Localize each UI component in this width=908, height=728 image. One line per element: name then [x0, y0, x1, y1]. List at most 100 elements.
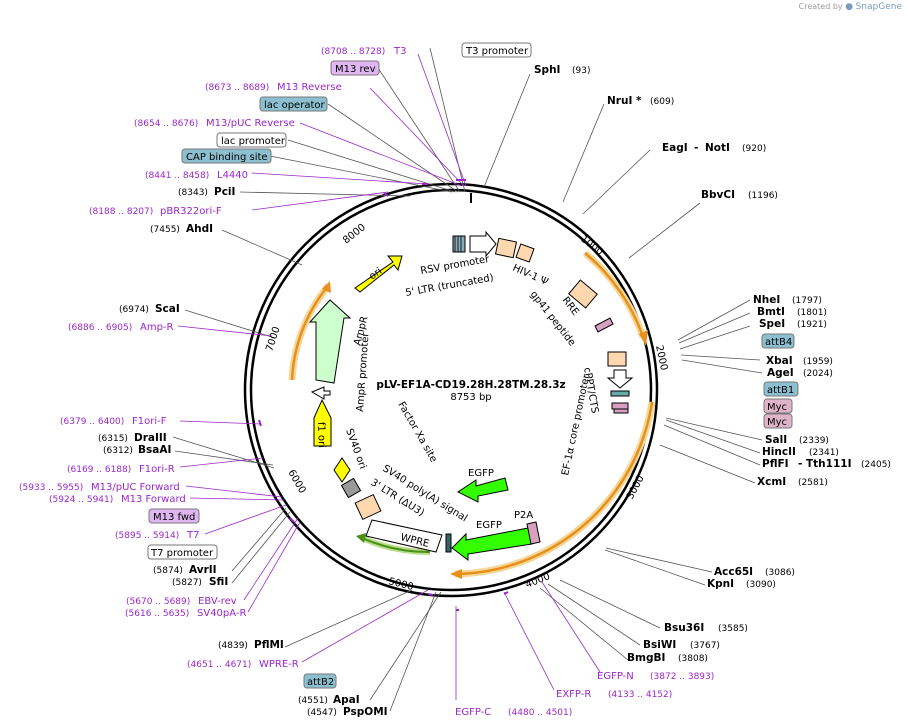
- svg-text:(4480 .. 4501): (4480 .. 4501): [508, 708, 572, 718]
- box-m13-rev: M13 rev: [335, 64, 376, 75]
- leader-lines: [172, 47, 763, 712]
- box-attb1: attB1: [767, 385, 794, 396]
- svg-text:(1801): (1801): [797, 308, 827, 318]
- enz-apai: ApaI: [333, 694, 360, 706]
- enz-nrui: NruI *: [607, 95, 642, 107]
- credit-brand: SnapGene: [855, 2, 902, 12]
- primer-m13-reverse: M13 Reverse: [277, 82, 342, 93]
- credit-prefix: Created by: [798, 2, 843, 11]
- backbone-outer: [243, 182, 659, 598]
- primer-egfp-c: EGFP-C: [455, 707, 491, 718]
- primer-egfp-n: EGFP-N: [597, 671, 634, 682]
- svg-text:(2341): (2341): [809, 448, 839, 458]
- gp41-box: [594, 317, 614, 333]
- rre-box: [568, 279, 598, 309]
- sv40pa-box: [354, 493, 382, 521]
- snapgene-credit: Created by ● SnapGene: [799, 2, 902, 12]
- svg-text:(7455): (7455): [150, 225, 180, 235]
- label-hiv: HIV-1 Ψ: [511, 263, 550, 288]
- cppt-box: [607, 351, 627, 367]
- tick-8000: 8000: [341, 222, 368, 246]
- svg-text:(8673 .. 8689): (8673 .. 8689): [205, 83, 269, 93]
- svg-text:(1959): (1959): [803, 357, 833, 367]
- primer-l4440: L4440: [217, 170, 248, 181]
- primer-m13puc-reverse: M13/pUC Reverse: [206, 118, 295, 129]
- enz-bbvci: BbvCI: [701, 189, 735, 201]
- boxed-labels: T3 promoter M13 rev lac operator lac pro…: [147, 42, 799, 689]
- svg-text:(4651 .. 4671): (4651 .. 4671): [187, 660, 251, 670]
- primer-markers: [258, 179, 509, 611]
- ampr-promoter-arrow: [310, 386, 331, 400]
- primer-m13-forward: M13 Forward: [121, 494, 186, 505]
- svg-text:(4839): (4839): [218, 641, 248, 651]
- enz-sphi: SphI: [534, 64, 560, 76]
- svg-text:(4133 .. 4152): (4133 .. 4152): [608, 690, 672, 700]
- wpre-arc: [356, 533, 431, 556]
- label-egfp2: EGFP: [476, 520, 502, 531]
- ltr5-box: [494, 237, 518, 259]
- enz-draiii: DraIII: [134, 432, 167, 444]
- label-p2a: P2A: [514, 510, 533, 521]
- orange-arcs: [288, 250, 656, 579]
- svg-text:(4551): (4551): [298, 696, 328, 706]
- box-m13-fwd: M13 fwd: [153, 512, 195, 523]
- enz-pspomi: PspOMI: [343, 706, 388, 718]
- enz-hincii: HincII: [762, 446, 796, 458]
- svg-text:(5827): (5827): [172, 578, 202, 588]
- box-cap-binding: CAP binding site: [186, 152, 268, 163]
- label-sv40ori: SV40 ori: [343, 427, 368, 470]
- enz-eagi: EagI: [662, 142, 688, 154]
- tick-6000: 6000: [285, 468, 307, 496]
- enz-sali: SalI: [765, 434, 787, 446]
- label-egfp1: EGFP: [468, 468, 494, 479]
- primer-f1ori-f: F1ori-F: [132, 416, 167, 427]
- backbone-inner: [249, 188, 653, 592]
- ori-arrow: [354, 255, 403, 293]
- enz-agei: AgeI: [767, 367, 794, 379]
- egfp-small-arrow: [457, 477, 509, 503]
- label-factorxa: Factor Xa site: [395, 400, 439, 464]
- box-lac-promoter: lac promoter: [221, 136, 286, 147]
- enz-kpni: KpnI: [707, 578, 734, 590]
- svg-text:(3090): (3090): [746, 580, 776, 590]
- plasmid-name: pLV-EF1A-CD19.28H.28TM.28.3z: [376, 379, 565, 391]
- egfp-big-arrow: [451, 527, 533, 561]
- svg-text:(3872 .. 3893): (3872 .. 3893): [650, 672, 714, 682]
- hiv-box: [515, 243, 535, 263]
- svg-text:(3585): (3585): [718, 624, 748, 634]
- wpre-box: [365, 519, 443, 553]
- primer-amp-r: Amp-R: [140, 322, 174, 333]
- svg-text:(1921): (1921): [797, 320, 827, 330]
- svg-text:(6169 .. 6188): (6169 .. 6188): [67, 465, 131, 475]
- tick-2000: 2000: [653, 344, 669, 371]
- svg-text:(2581): (2581): [798, 478, 828, 488]
- snapgene-logo: ●: [845, 2, 854, 12]
- svg-text:(6312): (6312): [103, 446, 133, 456]
- svg-text:(6974): (6974): [119, 305, 149, 315]
- enz-spei: SpeI: [759, 318, 785, 330]
- svg-text:(8654 .. 8676): (8654 .. 8676): [134, 119, 198, 129]
- enz-bsaai: BsaAI: [138, 444, 171, 456]
- enzyme-labels: SphI (93) NruI * (609) EagI - NotI (920)…: [98, 64, 891, 718]
- svg-text:(6379 .. 6400): (6379 .. 6400): [60, 417, 124, 427]
- svg-text:(8708 .. 8728): (8708 .. 8728): [321, 47, 385, 57]
- primer-wpre-r: WPRE-R: [259, 659, 299, 670]
- enz-scai: ScaI: [155, 303, 180, 315]
- primer-exfp-r: EXFP-R: [556, 689, 591, 700]
- svg-text:(920): (920): [742, 144, 766, 154]
- svg-text:(8188 .. 8207): (8188 .. 8207): [89, 207, 153, 217]
- svg-text:(2339): (2339): [799, 436, 829, 446]
- primer-t3: T3: [393, 46, 406, 57]
- tick-7000: 7000: [264, 325, 282, 353]
- box-myc-1: Myc: [767, 402, 787, 413]
- enz-bmti: BmtI: [757, 306, 785, 318]
- enz-ahdi: AhdI: [186, 223, 213, 235]
- primer-pbr322ori-f: pBR322ori-F: [160, 206, 222, 217]
- rsv-arrow: [469, 230, 497, 258]
- svg-text:(2405): (2405): [861, 460, 891, 470]
- svg-text:(6886 .. 6905): (6886 .. 6905): [68, 323, 132, 333]
- svg-text:(5670 .. 5689): (5670 .. 5689): [126, 597, 190, 607]
- svg-text:(1797): (1797): [792, 296, 822, 306]
- svg-text:(1196): (1196): [748, 191, 778, 201]
